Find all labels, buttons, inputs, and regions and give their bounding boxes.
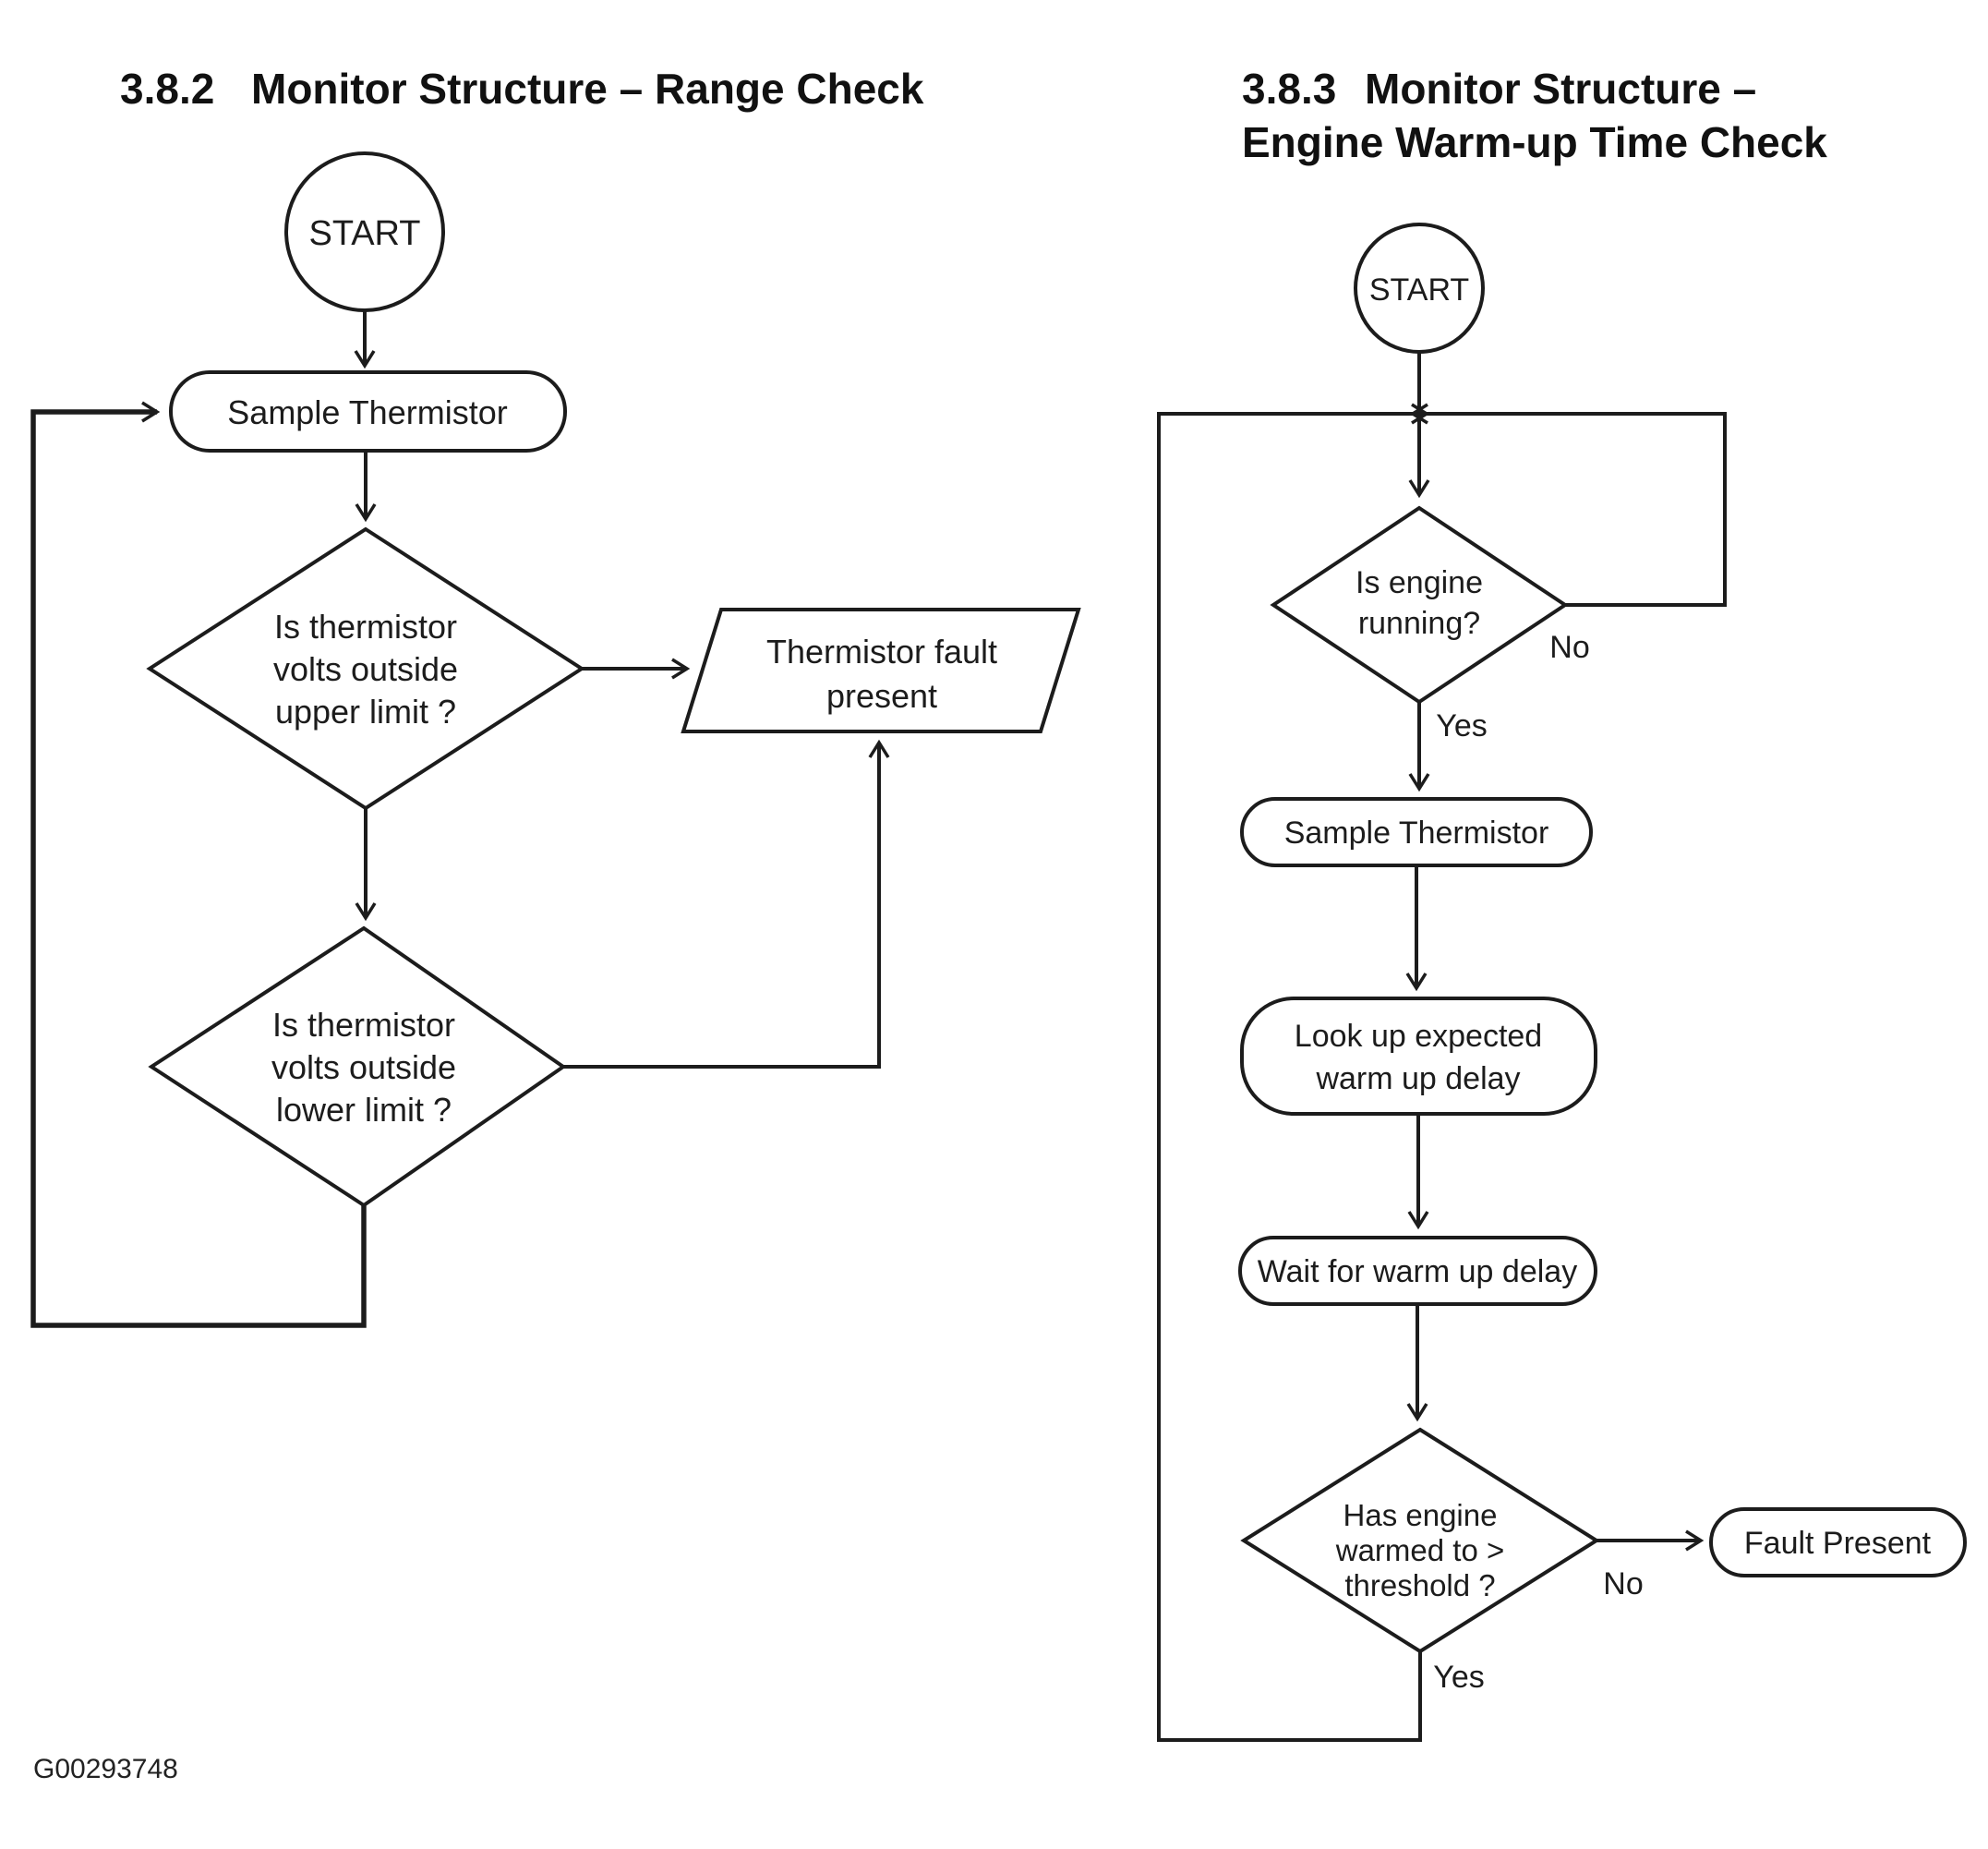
decision-lower-line-3: lower limit ? [276,1091,452,1129]
warmed-line-1: Has engine [1343,1498,1498,1532]
warmed-line-2: warmed to > [1335,1533,1505,1567]
fault-present-pill [1709,1507,1967,1577]
warmed-diamond [1240,1427,1600,1654]
edge-no-loop-back-to-junction [1409,403,1727,607]
decision-upper-line-2: volts outside [273,650,458,688]
lookup-delay-node: Look up expected warm up delay [1240,997,1597,1116]
fault-present-label: Fault Present [1744,1526,1932,1561]
decision-upper-line-1: Is thermistor [274,608,457,646]
warmed-line-3: threshold ? [1344,1568,1495,1602]
decision-lower-limit-node: Is thermistor volts outside lower limit … [148,925,567,1208]
decision-lower-line-2: volts outside [271,1048,456,1086]
decision-upper-line-3: upper limit ? [275,693,456,731]
thermistor-fault-parallelogram [681,608,1081,733]
sample-thermistor-label: Sample Thermistor [227,393,507,431]
title-range-check: Monitor Structure – Range Check [251,65,924,113]
thermistor-fault-node: Thermistor fault present [681,608,1081,733]
flowchart-range-check: 3.8.2 Monitor Structure – Range Check ST… [30,65,1081,1328]
sample-thermistor-pill [1240,797,1593,867]
start-label: START [308,214,420,253]
thermistor-fault-line-1: Thermistor fault [766,633,997,671]
start-node-range-check: START [284,151,445,312]
title-warmup-check-line-2: Engine Warm-up Time Check [1242,118,1827,166]
start-label: START [1369,272,1469,308]
engine-running-diamond [1270,505,1569,705]
edge-lower-decision-to-fault [563,739,890,1069]
section-number-range-check: 3.8.2 [120,65,214,113]
decision-lower-line-1: Is thermistor [272,1006,455,1044]
sample-thermistor-node-range-check: Sample Thermistor [169,370,567,453]
decision-warmed-node: Has engine warmed to > threshold ? [1240,1427,1600,1654]
lookup-delay-rounded-box [1240,997,1597,1116]
lookup-delay-line-1: Look up expected [1295,1019,1542,1054]
start-node-warmup-check: START [1354,223,1485,354]
lookup-delay-line-2: warm up delay [1315,1061,1520,1096]
thermistor-fault-line-2: present [826,677,937,715]
decision-lower-limit-diamond [148,925,567,1208]
sample-thermistor-pill [169,370,567,453]
decision-upper-limit-diamond [146,526,585,811]
warmed-no-label: No [1603,1566,1643,1601]
edge-yes-loop-back-to-junction [1157,403,1430,1742]
warmed-yes-label: Yes [1433,1660,1484,1695]
decision-upper-limit-node: Is thermistor volts outside upper limit … [146,526,585,811]
engine-running-yes-label: Yes [1436,708,1487,743]
wait-delay-node: Wait for warm up delay [1238,1236,1597,1306]
fault-present-node: Fault Present [1709,1507,1967,1577]
wait-delay-pill [1238,1236,1597,1306]
flowchart-warmup-check: 3.8.3 Monitor Structure – Engine Warm-up… [1157,65,1967,1742]
section-number-warmup-check: 3.8.3 [1242,65,1336,113]
start-circle [284,151,445,312]
engine-running-line-2: running? [1358,606,1480,641]
engine-running-line-1: Is engine [1355,565,1483,600]
title-warmup-check-line-1: Monitor Structure – [1365,65,1756,113]
decision-engine-running-node: Is engine running? [1270,505,1569,705]
sample-thermistor-node-warmup-check: Sample Thermistor [1240,797,1593,867]
edge-loop-back-to-sample [30,401,367,1328]
start-circle [1354,223,1485,354]
sample-thermistor-label: Sample Thermistor [1284,816,1549,851]
wait-delay-label: Wait for warm up delay [1258,1254,1577,1289]
figure-id-label: G00293748 [33,1754,178,1784]
engine-running-no-label: No [1549,630,1589,665]
